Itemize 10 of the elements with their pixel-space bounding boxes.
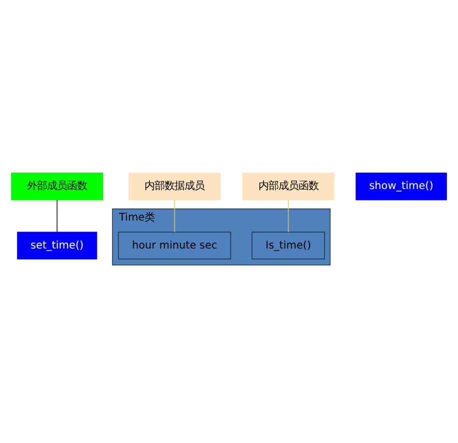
node-box: hour minute sec — [118, 231, 232, 259]
node-box: show_time() — [356, 172, 447, 200]
connector — [56, 199, 58, 232]
connector — [288, 199, 289, 232]
connector — [174, 199, 175, 232]
node-box: 内部成员函数 — [242, 172, 334, 200]
node-box: set_time() — [17, 231, 98, 259]
node-box: 外部成员函数 — [11, 172, 104, 200]
node-box: Is_time() — [252, 231, 325, 259]
node-box: 内部数据成员 — [128, 172, 221, 200]
